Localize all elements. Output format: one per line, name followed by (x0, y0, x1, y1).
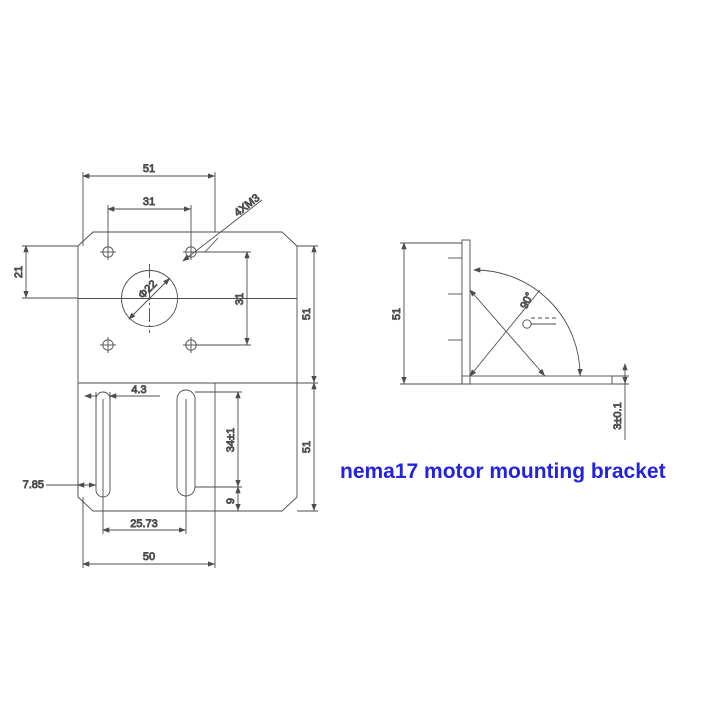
dim-tapped-holes-note: 4XM3 (232, 192, 262, 219)
front-view-slots (95, 389, 196, 498)
dim-left-21-line (22, 245, 78, 299)
bore-diameter-leader (128, 277, 171, 320)
dim-slot-pitch: 25.73 (130, 518, 158, 530)
dim-angle: 90° (518, 291, 536, 311)
dim-side-height-line (400, 242, 462, 385)
dim-slot-width: 4.3 (131, 384, 146, 396)
dim-thickness-line (612, 363, 629, 440)
angle-arc (469, 267, 583, 377)
dim-bore-diameter: Φ22 (136, 278, 159, 301)
dim-bolt-spacing-v-line (196, 251, 251, 346)
drawing-caption: nema17 motor mounting bracket (340, 460, 666, 483)
dim-left-21: 21 (13, 266, 25, 278)
front-view-center-bore (78, 264, 297, 333)
side-view-bracket-profile (448, 239, 613, 385)
dim-slot-length: 34±1 (225, 428, 237, 452)
dim-bolt-spacing-h-line (107, 205, 192, 246)
dim-slot-length-line (195, 391, 242, 488)
dim-bottom-offset: 9 (225, 498, 237, 504)
dim-bolt-spacing-h: 31 (143, 196, 155, 208)
dim-top-width-line (82, 172, 216, 246)
dim-bottom-width-line (82, 383, 216, 568)
dim-slot-width-line (84, 392, 160, 402)
dim-lower-height: 51 (301, 441, 313, 453)
dim-thickness: 3±0.1 (612, 402, 624, 429)
dim-bottom-width: 50 (143, 551, 155, 563)
dim-top-width: 51 (143, 163, 155, 175)
dim-lower-height-line (297, 382, 318, 512)
front-view-plate-outline (77, 231, 298, 512)
dim-bottom-offset-line (218, 486, 242, 512)
dim-upper-height: 51 (301, 308, 313, 320)
dim-bolt-spacing-v: 31 (234, 293, 246, 305)
dim-slot-pitch-line (102, 399, 187, 534)
dim-slot-left-offset: 7.85 (23, 479, 44, 491)
dim-side-height: 51 (391, 308, 403, 320)
dim-slot-left-offset-line (46, 481, 96, 497)
